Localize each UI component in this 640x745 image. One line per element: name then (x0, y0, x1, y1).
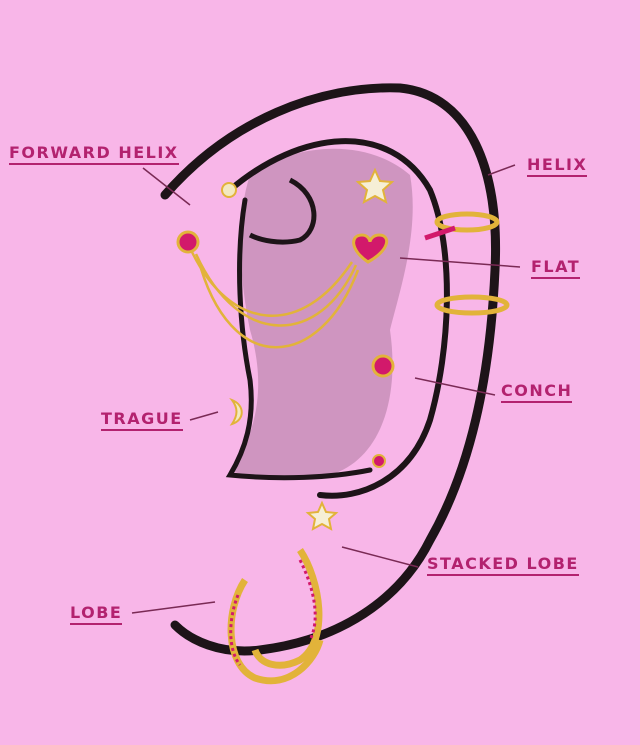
ear-inner-rim (227, 138, 450, 499)
label-lobe: LOBE (70, 604, 123, 625)
label-helix: HELIX (527, 156, 588, 177)
ear-outline (160, 83, 501, 656)
label-tragus: TRAGUE (101, 410, 183, 431)
label-conch: CONCH (501, 382, 573, 403)
pointer-lines (131, 164, 521, 614)
ear-antihelix (225, 197, 373, 481)
jewelry (176, 167, 510, 685)
ear-shading (230, 148, 413, 479)
label-forward-helix: FORWARD HELIX (9, 144, 179, 165)
label-flat: FLAT (531, 258, 581, 279)
ear-crus (248, 177, 317, 245)
label-stacked-lobe: STACKED LOBE (427, 555, 579, 576)
